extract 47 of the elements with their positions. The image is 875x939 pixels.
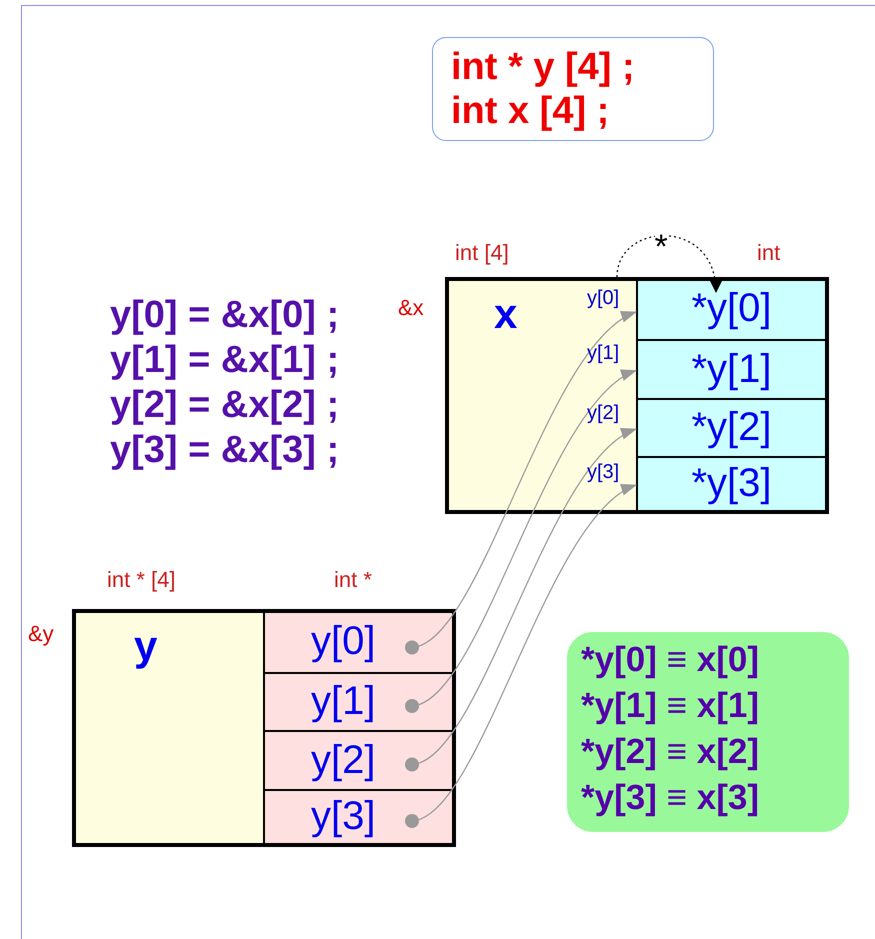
- memory-cell: [636, 398, 825, 456]
- type-label: int *: [334, 569, 372, 591]
- cell-value: y[2]: [311, 740, 376, 780]
- memory-cell: [636, 456, 825, 510]
- memory-cell: [263, 613, 452, 672]
- memory-cell: [636, 281, 825, 339]
- equivalence-box: [567, 632, 849, 832]
- cell-value: *y[0]: [690, 288, 773, 328]
- pointer-label: y[2]: [587, 403, 620, 423]
- assignment-statement: y[1] = &x[1] ;: [110, 341, 340, 379]
- memory-cell: [263, 672, 452, 730]
- address-label: &y: [28, 623, 54, 645]
- pointer-arrow: [405, 311, 637, 654]
- assignment-statement: y[3] = &x[3] ;: [110, 431, 340, 469]
- address-label: &x: [398, 297, 424, 319]
- code-line: *y[1] ≡ x[1]: [581, 688, 759, 723]
- cell-value: *y[1]: [690, 348, 773, 388]
- cell-value: y[1]: [311, 681, 376, 721]
- code-line: int * y [4] ;: [451, 48, 635, 86]
- type-label: int [4]: [455, 242, 509, 264]
- pointer-label: y[1]: [587, 343, 620, 363]
- memory-block: [72, 609, 456, 847]
- memory-cell: [636, 339, 825, 398]
- code-box: [432, 37, 714, 141]
- dotted-arrow: [616, 235, 721, 293]
- cell-value: y[0]: [311, 620, 376, 660]
- type-label: int * [4]: [107, 569, 176, 591]
- code-line: *y[3] ≡ x[3]: [581, 780, 759, 815]
- cell-value: y[3]: [311, 796, 376, 836]
- memory-cell: [263, 789, 452, 843]
- assignment-statement: y[2] = &x[2] ;: [110, 386, 340, 424]
- pointer-label: y[0]: [587, 288, 620, 308]
- memory-block: [445, 277, 829, 514]
- pointer-arrow: [405, 428, 637, 772]
- pointer-label: y[3]: [587, 462, 620, 482]
- pointer-arrow: [405, 484, 637, 828]
- cell-value: *y[3]: [690, 463, 773, 503]
- code-line: *y[0] ≡ x[0]: [581, 642, 759, 677]
- code-line: int x [4] ;: [451, 92, 610, 130]
- cell-value: *y[2]: [690, 407, 773, 447]
- variable-name: y: [134, 625, 158, 667]
- type-label: int: [757, 242, 780, 264]
- memory-cell: [263, 730, 452, 789]
- pointer-arrow: [405, 370, 637, 713]
- variable-name: x: [494, 293, 518, 335]
- code-line: *y[2] ≡ x[2]: [581, 734, 759, 769]
- assignment-statement: y[0] = &x[0] ;: [110, 296, 340, 334]
